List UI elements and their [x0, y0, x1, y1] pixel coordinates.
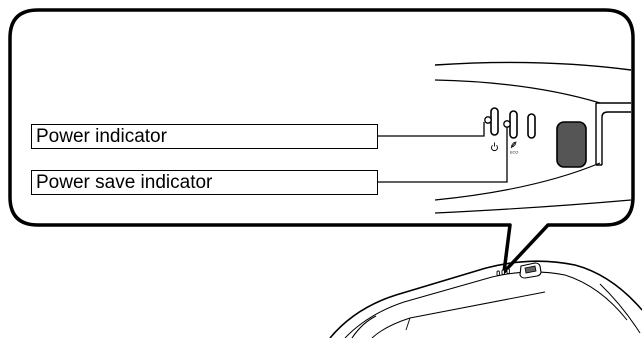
power-indicator-led [490, 107, 499, 136]
printer-right-edge [599, 283, 641, 334]
power-save-indicator-label: Power save indicator [31, 170, 378, 195]
printer-lid-line-1 [371, 291, 546, 338]
printer-small-led-3 [506, 268, 510, 274]
power-save-indicator-pointer-dot [503, 120, 511, 128]
printer-small-led-2 [501, 269, 505, 275]
printer-small-led-1 [496, 270, 500, 276]
printer-front-curve [351, 315, 377, 338]
panel-top-edge [434, 61, 632, 71]
eco-leaf-icon: ECO [510, 141, 518, 155]
panel-top-edge-inner [434, 79, 601, 104]
power-button [556, 121, 587, 168]
power-indicator-label: Power indicator [31, 124, 378, 149]
printer-top-inner-line [344, 271, 628, 338]
panel-bottom-edge [434, 162, 601, 201]
panel-right-frame [595, 102, 631, 166]
printer-top-outline [329, 260, 642, 338]
zoomed-printer-panel: ECO [434, 61, 632, 214]
svg-text:ECO: ECO [510, 151, 518, 155]
power-save-indicator-leader-line [378, 127, 508, 183]
printer-lid-line-2 [405, 317, 411, 331]
panel-bottom-edge-outer [434, 199, 632, 214]
printer-small-button-face [524, 265, 537, 274]
printer-body [329, 260, 642, 338]
power-indicator-pointer-dot [484, 116, 492, 124]
power-icon [491, 142, 498, 151]
third-indicator-led [527, 113, 536, 139]
power-indicator-leader-line [378, 122, 485, 137]
power-save-indicator-led [509, 110, 518, 139]
